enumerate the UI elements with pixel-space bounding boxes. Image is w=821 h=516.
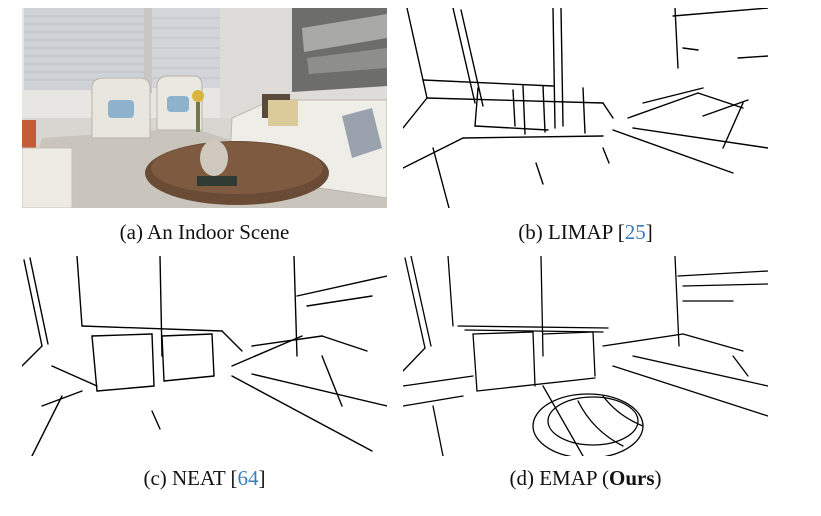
emap-line-drawing bbox=[403, 256, 768, 456]
vase bbox=[200, 140, 228, 176]
limap-line-drawing bbox=[403, 8, 768, 208]
emap-line-sketch bbox=[403, 256, 768, 456]
window-blinds bbox=[24, 8, 144, 90]
citation-link[interactable]: 25 bbox=[624, 220, 646, 244]
caption-b-end: ] bbox=[645, 220, 653, 244]
citation-link[interactable]: 64 bbox=[237, 466, 259, 490]
caption-a-text: (a) An Indoor Scene bbox=[119, 220, 290, 244]
caption-a: (a) An Indoor Scene bbox=[22, 219, 387, 245]
caption-c: (c) NEAT [64] bbox=[22, 465, 387, 491]
caption-d-emphasis: Ours bbox=[609, 466, 655, 490]
caption-d: (d) EMAP (Ours) bbox=[403, 465, 768, 491]
caption-d-end: ) bbox=[654, 466, 662, 490]
neat-line-drawing bbox=[22, 256, 387, 456]
indoor-scene-illustration bbox=[22, 8, 387, 208]
neat-line-sketch bbox=[22, 256, 387, 456]
caption-b-text: (b) LIMAP [ bbox=[518, 220, 625, 244]
indoor-scene-photo bbox=[22, 8, 387, 208]
limap-line-sketch bbox=[403, 8, 768, 208]
caption-d-text: (d) EMAP ( bbox=[509, 466, 610, 490]
caption-c-text: (c) NEAT [ bbox=[143, 466, 238, 490]
caption-c-end: ] bbox=[258, 466, 266, 490]
caption-b: (b) LIMAP [25] bbox=[403, 219, 768, 245]
